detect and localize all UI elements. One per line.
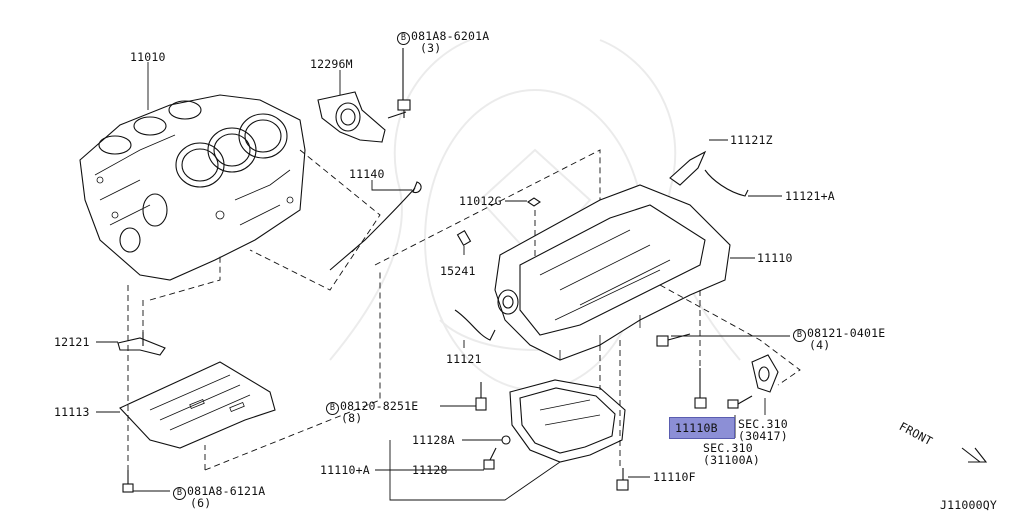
- label-081A8-6201A-qty: (3): [420, 41, 442, 55]
- bolt-11110B[interactable]: [694, 368, 707, 409]
- label-15241[interactable]: 15241: [440, 264, 476, 278]
- bolt-symbol-icon: B: [173, 487, 186, 500]
- label-11010[interactable]: 11010: [130, 50, 166, 64]
- bracket-11121A[interactable]: [704, 169, 749, 197]
- label-11121Z[interactable]: 11121Z: [730, 133, 773, 147]
- label-08120-8251E-qty: (8): [341, 411, 363, 425]
- baffle-11121Z[interactable]: [669, 150, 707, 186]
- label-12296M[interactable]: 12296M: [310, 57, 353, 71]
- label-11121[interactable]: 11121: [446, 352, 482, 366]
- oil-seal-retainer[interactable]: [317, 91, 386, 143]
- label-08121-0401E-qty: (4): [809, 338, 831, 352]
- bolt-08121-0401E[interactable]: [656, 333, 691, 347]
- bolt-symbol-icon: B: [793, 329, 806, 342]
- bolt-081A8-6201A[interactable]: [387, 48, 411, 119]
- dowel-pin[interactable]: [456, 230, 472, 246]
- label-11140[interactable]: 11140: [349, 167, 385, 181]
- dashed-assembly-lines: [127, 149, 801, 471]
- leader-lines: [96, 62, 790, 501]
- diagram-code: J11000QY: [940, 498, 997, 512]
- drain-plug-11128[interactable]: [483, 447, 497, 470]
- label-11110[interactable]: 11110: [757, 251, 793, 265]
- bolt-symbol-icon: B: [326, 402, 339, 415]
- label-12121[interactable]: 12121: [54, 335, 90, 349]
- washer-11128A[interactable]: [501, 435, 511, 445]
- transmission-bracket[interactable]: [727, 354, 779, 409]
- label-11113[interactable]: 11113: [54, 405, 90, 419]
- label-11110A[interactable]: 11110+A: [320, 463, 370, 477]
- baffle-plate-11113[interactable]: [119, 361, 276, 449]
- bolt-081A8-6121A[interactable]: [122, 470, 134, 493]
- bolt-08120-8251E[interactable]: [475, 382, 487, 411]
- drain-plug-icon[interactable]: [527, 197, 541, 207]
- label-11012G[interactable]: 11012G: [459, 194, 502, 208]
- selected-part-highlight[interactable]: [669, 417, 735, 439]
- bolt-symbol-icon: B: [397, 32, 410, 45]
- label-sec310-b-ref: (31100A): [703, 453, 760, 467]
- label-sec310-a[interactable]: SEC.310: [738, 417, 788, 431]
- oil-level-gauge[interactable]: [329, 181, 422, 271]
- label-081A8-6121A-qty: (6): [190, 496, 212, 510]
- label-sec310-a-ref: (30417): [738, 429, 788, 443]
- cylinder-block[interactable]: [79, 94, 306, 281]
- label-sec310-b[interactable]: SEC.310: [703, 441, 753, 455]
- upper-oil-pan[interactable]: [494, 184, 731, 361]
- label-11128[interactable]: 11128: [412, 463, 448, 477]
- label-11110B[interactable]: 11110B: [675, 421, 718, 435]
- label-11128A[interactable]: 11128A: [412, 433, 455, 447]
- label-11110F[interactable]: 11110F: [653, 470, 696, 484]
- lower-oil-pan[interactable]: [509, 379, 626, 463]
- crank-baffle-bracket[interactable]: [117, 332, 166, 356]
- front-arrow-icon: [961, 447, 988, 463]
- bracket-11121[interactable]: [454, 309, 496, 341]
- bolt-11110F[interactable]: [616, 468, 629, 491]
- label-11121A[interactable]: 11121+A: [785, 189, 835, 203]
